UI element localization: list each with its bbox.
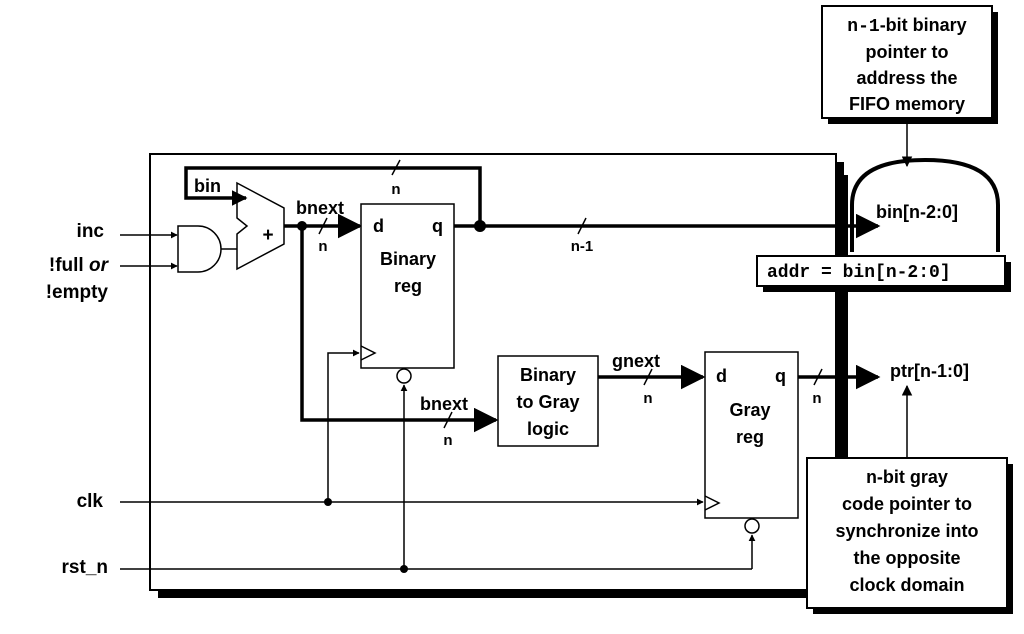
gray-reg-d: d [716,366,727,386]
bus-slash-n-minus-1 [577,217,587,235]
label-ptr-out: ptr[n-1:0] [890,361,969,381]
clk-to-binary-reg-wire [327,349,360,502]
fifo-memory-shape [850,157,1000,252]
label-n-bnext: n [318,238,327,255]
port-inc: inc [77,221,105,242]
bus-slash-ptr [813,368,823,386]
port-clk: clk [77,491,104,512]
port-full: !full or [49,255,110,276]
binary-reg-d: d [373,216,384,236]
label-n-top: n [391,181,400,198]
binary-reg-clock-pin [360,345,377,361]
gray-reg-q: q [775,366,786,386]
note-top-line4: FIFO memory [849,94,965,114]
port-empty: !empty [46,282,109,303]
label-bin-out: bin[n-2:0] [876,202,958,222]
binary-reg [360,203,455,369]
gray-reg-line1: Gray [729,400,770,420]
b2g-line2: to Gray [516,392,579,412]
gray-reg-clock-pin [704,495,721,511]
label-bin: bin [194,176,221,196]
note-bottom-line5: clock domain [849,575,964,595]
b2g-logic [497,355,599,447]
binary-reg-line2: reg [394,276,422,296]
b2g-line1: Binary [520,365,576,385]
note-top-line3: address the [856,68,957,88]
note-bottom-line3: synchronize into [835,521,978,541]
gray-reg-reset-bubble [744,518,760,534]
note-bottom-line1: n-bit gray [866,467,948,489]
bin-feedback-wire [184,166,482,226]
binary-reg-q: q [432,216,443,236]
binary-reg-line1: Binary [380,249,436,269]
label-bnext-lower: bnext [420,394,468,414]
addr-box [756,255,1006,287]
adder [236,181,285,271]
rst-junction [400,565,408,573]
label-n-bnext-lower: n [443,432,452,449]
port-rst-n: rst_n [62,557,108,578]
gray-reg-line2: reg [736,427,764,447]
bus-slash-gnext [643,368,653,386]
adder-plus: + [262,225,273,246]
note-top-line1: n-1-bit binary [847,15,966,37]
label-gnext: gnext [612,351,660,371]
label-bnext-top: bnext [296,198,344,218]
bnext-to-b2g-wire [300,226,499,433]
bin-junction [474,220,486,232]
note-bottom-line4: the opposite [854,548,961,568]
b2g-line3: logic [527,419,569,439]
note-bottom-line2: code pointer to [842,494,972,514]
and-gate [177,225,222,273]
label-n-minus-1: n-1 [571,238,594,255]
label-n-gnext: n [643,390,652,407]
label-n-ptr: n [812,390,821,407]
addr-equation: addr = bin[n-2:0] [767,263,951,283]
note-top-line2: pointer to [866,42,949,62]
bus-slash-bnext-lower [443,411,453,429]
bus-slash-top [391,159,401,176]
note-bottom-box [806,457,1008,609]
binary-reg-reset-bubble [396,368,412,384]
gray-reg [704,351,799,519]
bus-slash-bnext [318,217,328,235]
clk-junction [324,498,332,506]
